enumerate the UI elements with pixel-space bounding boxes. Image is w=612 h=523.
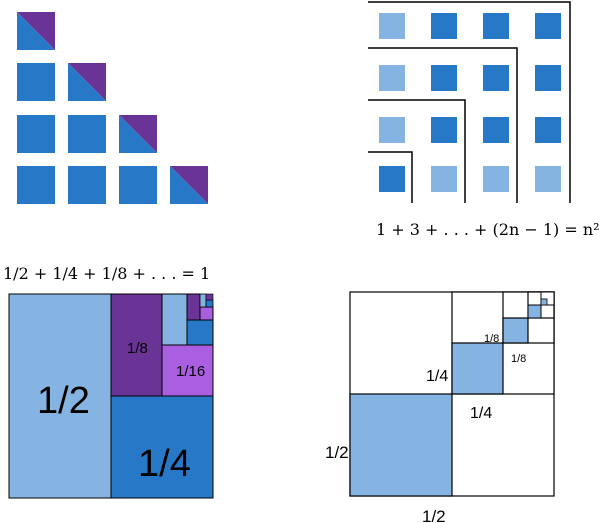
eighth-region <box>110 293 163 397</box>
square <box>535 65 561 91</box>
label-quarter-bottom: 1/4 <box>470 405 492 422</box>
square <box>535 166 561 192</box>
square <box>483 65 509 91</box>
diagonal-square-1 <box>17 12 55 50</box>
label-eighth-left: 1/8 <box>484 333 499 345</box>
quarter-square <box>451 342 504 395</box>
gnomon-line-4 <box>368 1 571 203</box>
square <box>379 13 405 39</box>
square <box>379 166 405 192</box>
square <box>17 166 55 204</box>
diagonal-square-2 <box>68 63 106 101</box>
staircase-panel <box>17 12 208 204</box>
odd-sum-panel: 1 + 3 + . . . + (2n − 1) = n² <box>368 1 600 239</box>
label-half-bottom: 1/2 <box>422 507 446 523</box>
square <box>483 13 509 39</box>
diagonal-square-3 <box>119 115 157 153</box>
geometric-series-panel: 1/2 + 1/4 + 1/8 + . . . = 1 1/2 1/4 1/8 … <box>3 264 214 499</box>
sixteenth-region <box>161 344 214 397</box>
square <box>483 166 509 192</box>
label-half: 1/2 <box>37 380 90 422</box>
square <box>431 13 457 39</box>
square <box>535 117 561 143</box>
square <box>535 13 561 39</box>
gnomon-line-3 <box>368 47 518 203</box>
tiny-square <box>540 298 548 306</box>
square <box>379 117 405 143</box>
square <box>379 65 405 91</box>
region-1-128 <box>186 293 201 321</box>
square <box>431 65 457 91</box>
odd-sum-formula: 1 + 3 + . . . + (2n − 1) = n² <box>376 220 600 239</box>
square <box>483 117 509 143</box>
region-1-2048 <box>205 293 214 301</box>
region-1-64 <box>186 319 214 346</box>
square <box>431 117 457 143</box>
half-square <box>349 393 453 497</box>
region-1-1024 <box>205 299 214 308</box>
square <box>68 166 106 204</box>
region-1-256 <box>199 306 214 321</box>
half-region <box>8 293 112 499</box>
series-formula: 1/2 + 1/4 + 1/8 + . . . = 1 <box>3 264 210 283</box>
square <box>17 63 55 101</box>
sixteenth-square <box>527 304 542 319</box>
label-eighth-bottom: 1/8 <box>511 353 526 365</box>
region-1-512 <box>199 293 207 308</box>
square <box>17 115 55 153</box>
square <box>68 115 106 153</box>
label-sixteenth: 1/16 <box>176 363 205 380</box>
label-eighth: 1/8 <box>127 340 148 357</box>
eighth-square <box>502 317 529 344</box>
label-quarter: 1/4 <box>138 443 191 485</box>
nested-squares-panel: 1/2 1/2 1/4 1/4 1/8 1/8 <box>325 291 555 523</box>
label-quarter-left: 1/4 <box>426 368 448 385</box>
square <box>431 166 457 192</box>
gnomon-line-2 <box>368 99 466 203</box>
region-1-32 <box>161 293 188 346</box>
gnomon-line-1 <box>368 151 413 203</box>
diagonal-square-4 <box>170 166 208 204</box>
label-half-left: 1/2 <box>325 443 349 462</box>
square <box>119 166 157 204</box>
